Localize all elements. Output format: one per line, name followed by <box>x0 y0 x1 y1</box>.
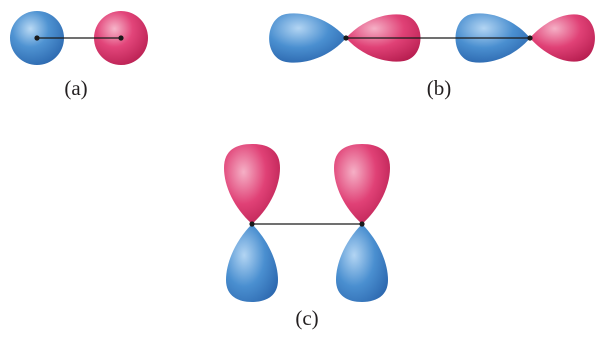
blue-p-lobe <box>269 13 346 62</box>
panel-label-c: (c) <box>277 306 337 330</box>
pink-p-lobe <box>224 144 280 224</box>
nucleus-dot <box>249 221 254 226</box>
panel-c-pi-p-orbitals <box>224 144 390 302</box>
nucleus-dot <box>118 35 123 40</box>
nucleus-dot <box>359 221 364 226</box>
nucleus-dot <box>34 35 39 40</box>
blue-p-lobe <box>226 224 278 302</box>
panel-label-a: (a) <box>46 76 106 100</box>
panel-b-sigma-p-orbitals <box>269 13 595 62</box>
panel-a-s-orbitals <box>10 11 148 65</box>
panel-label-b: (b) <box>409 76 469 100</box>
blue-p-lobe <box>336 224 388 302</box>
nucleus-dot <box>527 35 532 40</box>
pink-p-lobe <box>530 14 595 61</box>
pink-p-lobe <box>334 144 390 224</box>
nucleus-dot <box>343 35 348 40</box>
